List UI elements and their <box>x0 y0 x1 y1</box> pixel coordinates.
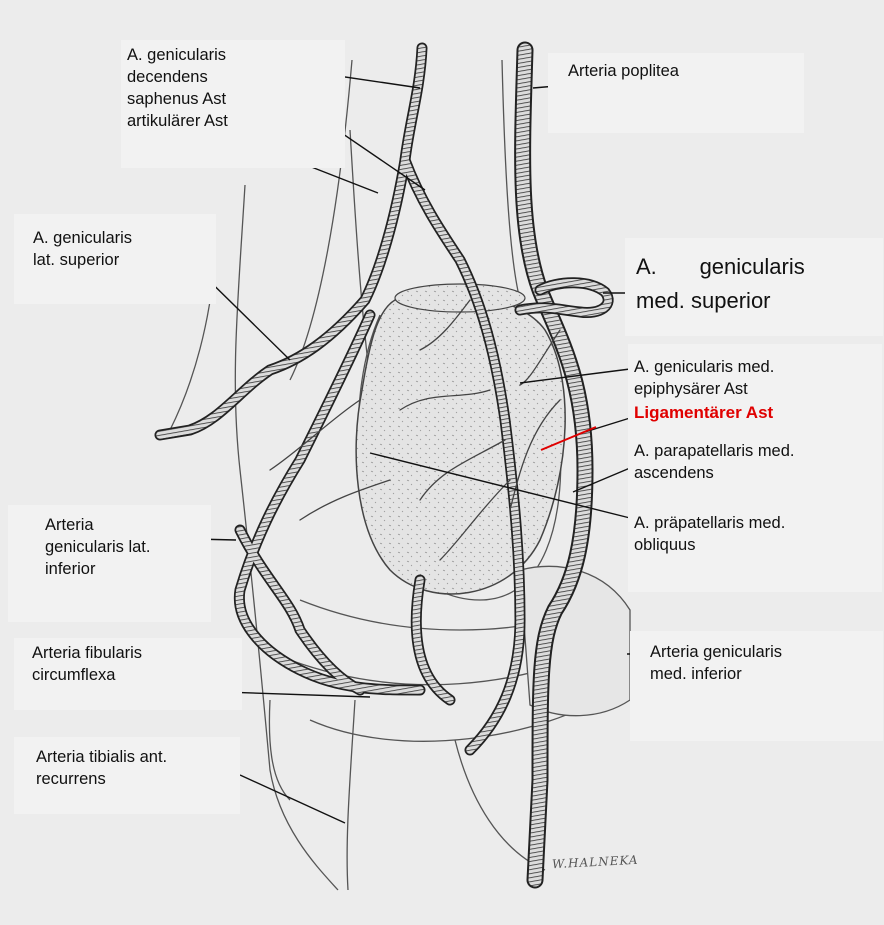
label-line: recurrens <box>36 768 218 790</box>
label-genicularis-med-inferior: Arteria genicularis med. inferior <box>630 631 883 741</box>
label-line: genicularis lat. <box>45 536 174 558</box>
label-genicularis-lat-superior: A. genicularis lat. superior <box>14 214 216 304</box>
label-arteria-poplitea: Arteria poplitea <box>548 53 804 133</box>
label-epiphysaerer-ast: A. genicularis med. epiphysärer Ast Liga… <box>628 344 882 592</box>
label-line: decendens <box>127 66 339 88</box>
label-line: ascendens <box>634 462 872 484</box>
label-line: med. superior <box>636 284 872 318</box>
label-genicularis-descendens: A. genicularis decendens saphenus Ast ar… <box>121 40 345 168</box>
label-line: epiphysärer Ast <box>634 378 872 400</box>
label-fibularis-circumflexa: Arteria fibularis circumflexa <box>14 638 242 710</box>
label-genicularis-med-superior: A. genicularis med. superior <box>625 238 883 336</box>
label-line: inferior <box>45 558 174 580</box>
label-line: obliquus <box>634 534 872 556</box>
label-line: Arteria tibialis ant. <box>36 746 218 768</box>
label-line: A. präpatellaris med. <box>634 512 872 534</box>
label-ligamentaerer-ast: Ligamentärer Ast <box>634 402 872 424</box>
label-line: A. parapatellaris med. <box>634 440 872 462</box>
label-line: A. genicularis <box>33 227 197 249</box>
patella <box>356 293 565 594</box>
label-line: Arteria fibularis <box>32 642 224 664</box>
label-genicularis-lat-inferior: Arteria genicularis lat. inferior <box>8 505 211 622</box>
label-line: saphenus Ast <box>127 88 339 110</box>
femur-shaft-section <box>395 284 525 312</box>
label-line: A. genicularis med. <box>634 356 872 378</box>
label-line: med. inferior <box>650 663 863 685</box>
label-line: artikulärer Ast <box>127 110 339 132</box>
label-line: lat. superior <box>33 249 197 271</box>
label-line: Arteria poplitea <box>568 60 784 82</box>
label-line: Arteria genicularis <box>650 641 863 663</box>
label-line: circumflexa <box>32 664 224 686</box>
label-line: Arteria <box>45 514 174 536</box>
label-tibialis-recurrens: Arteria tibialis ant. recurrens <box>14 737 240 814</box>
label-line: A. genicularis <box>636 250 872 284</box>
label-line: A. genicularis <box>127 44 339 66</box>
